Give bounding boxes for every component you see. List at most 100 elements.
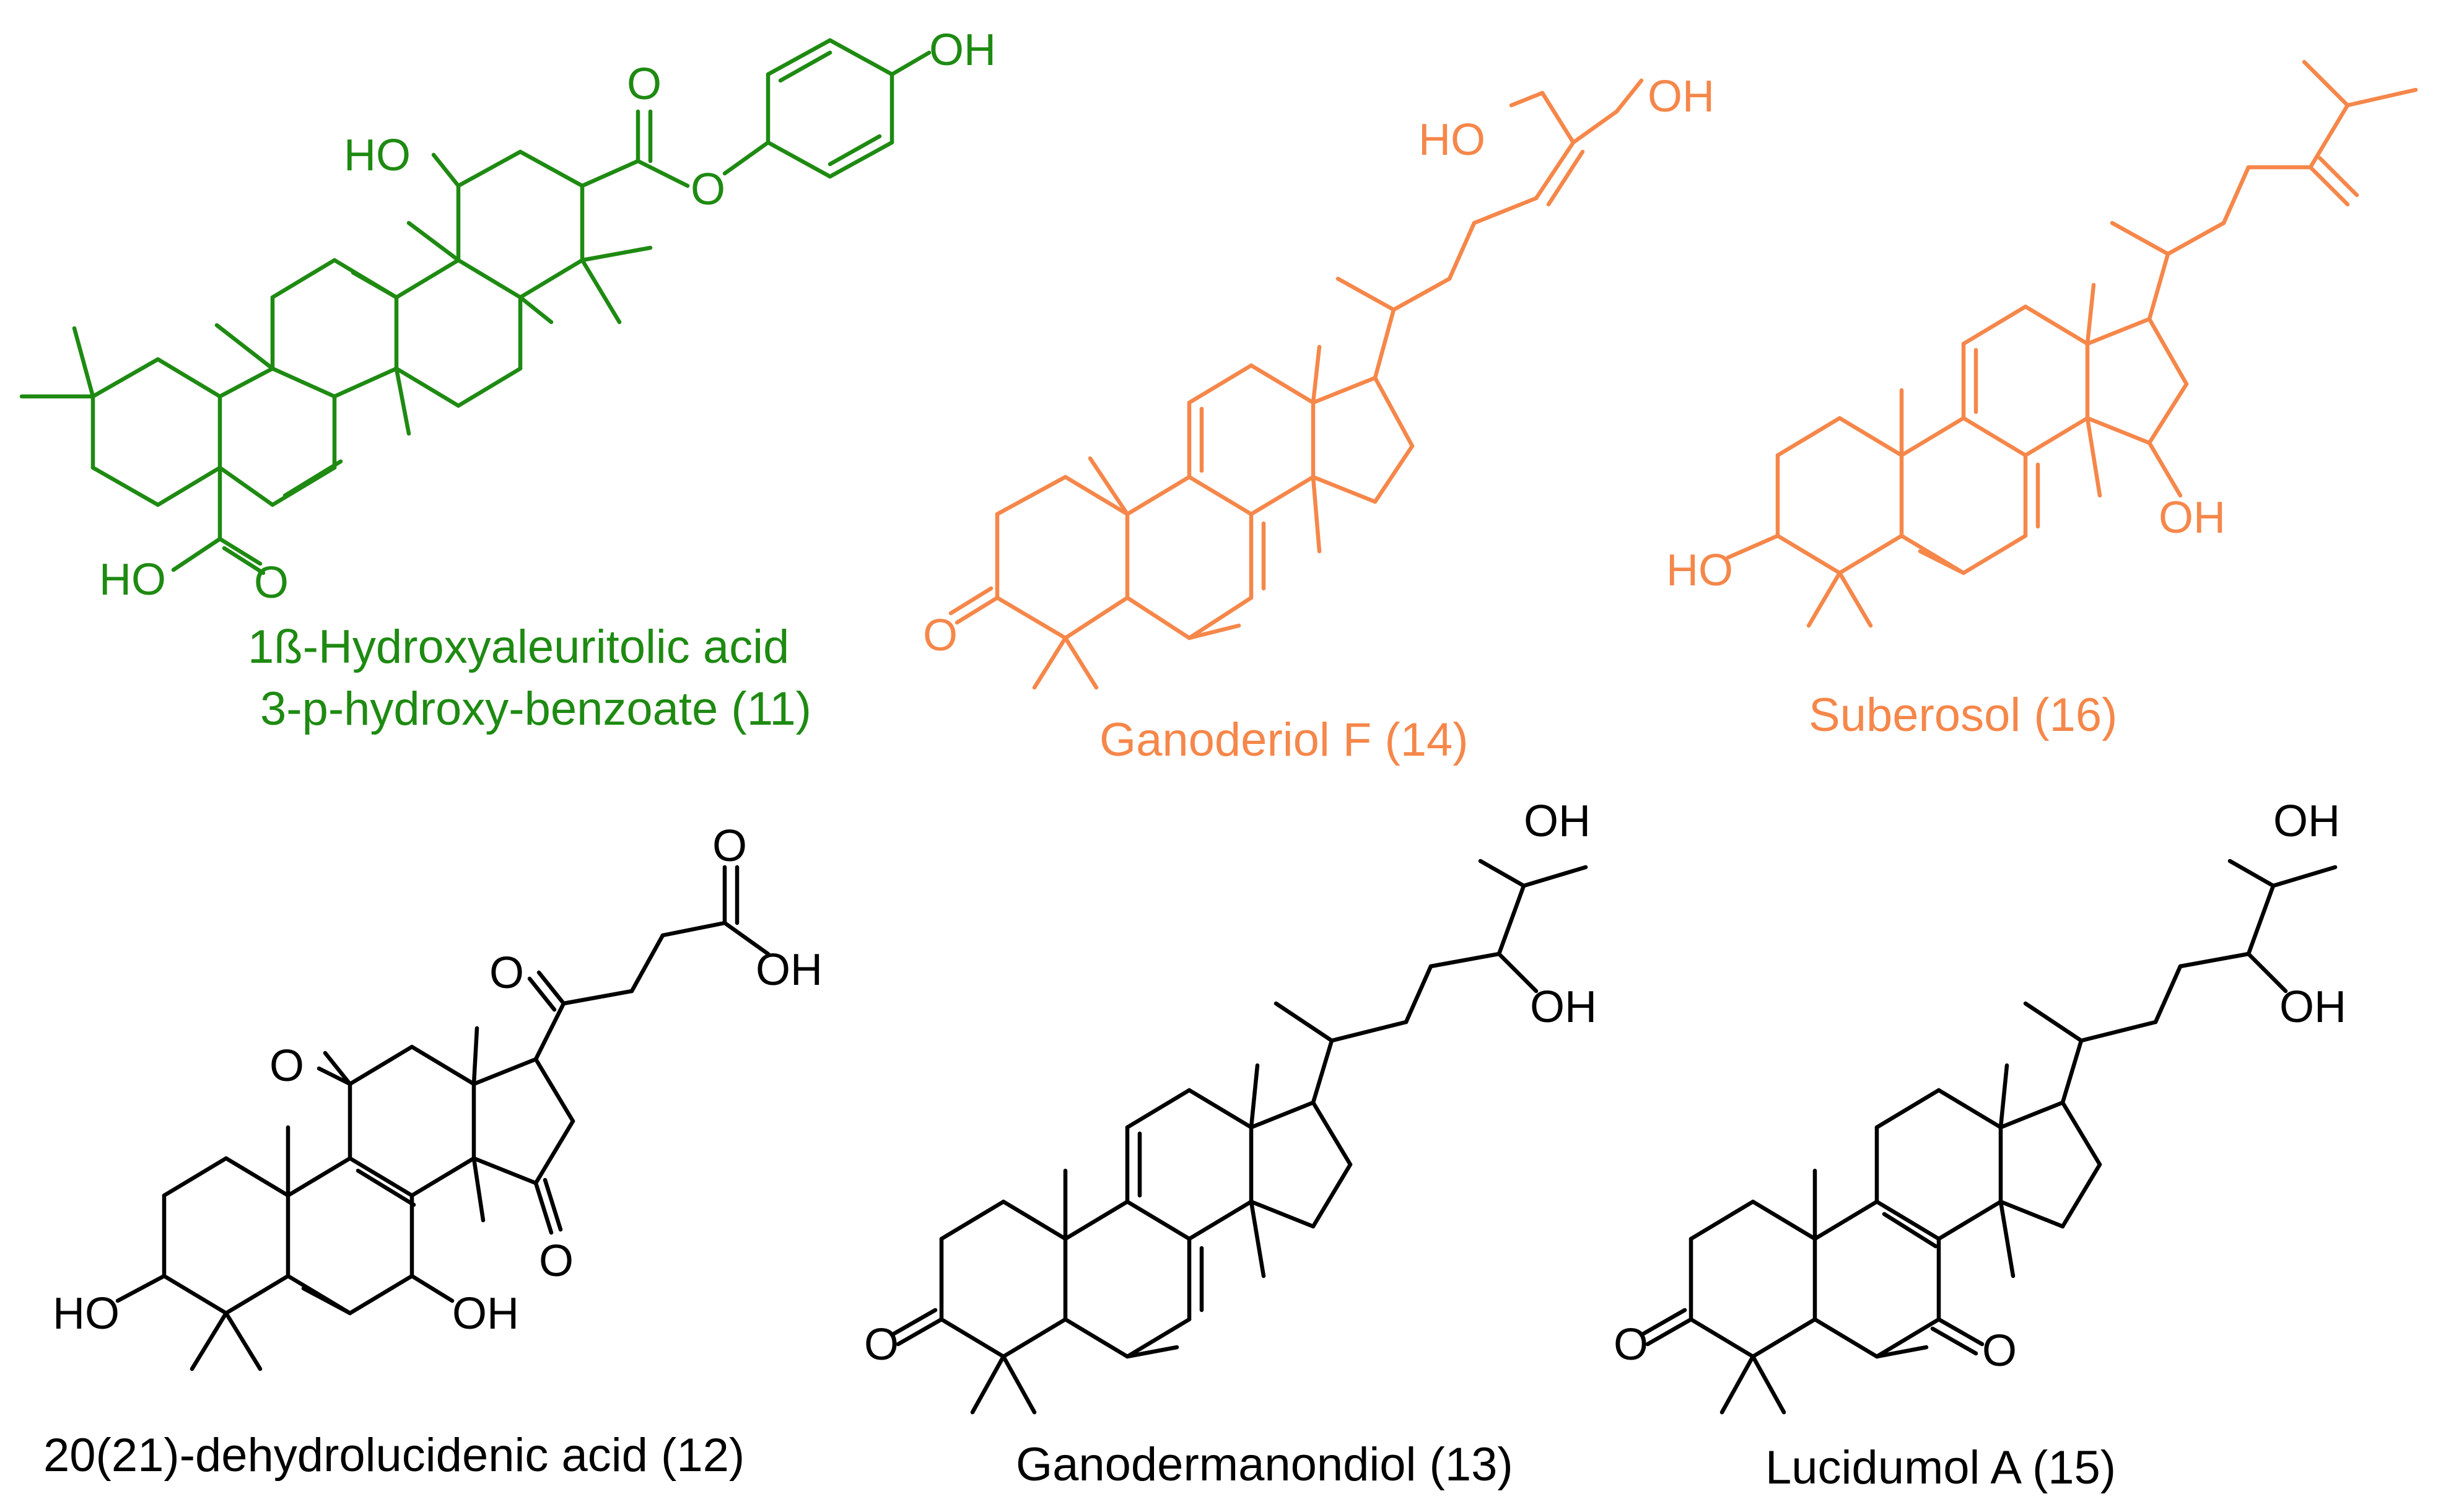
bond <box>561 989 634 1006</box>
bond <box>1335 276 1396 312</box>
molecule-16-labels: HO OH <box>1666 493 2226 595</box>
bond <box>190 1311 229 1371</box>
bond <box>1719 1354 1755 1415</box>
atom-label-o-c15: O <box>539 1236 574 1286</box>
bond <box>270 258 337 300</box>
bond <box>1373 444 1415 504</box>
bond <box>155 465 222 507</box>
bond <box>1187 595 1254 640</box>
bond <box>518 258 585 300</box>
bond <box>1614 78 1644 114</box>
atom-label-o-carbonyl: O <box>627 59 662 109</box>
bond <box>1775 533 1842 575</box>
bond <box>224 1311 263 1371</box>
bond <box>1874 1317 1941 1359</box>
bond <box>1930 1326 1978 1356</box>
bond <box>394 366 411 436</box>
bond <box>1001 1354 1037 1415</box>
atom-label-o-acid: O <box>712 821 747 871</box>
bond <box>1001 1199 1068 1241</box>
bond <box>90 357 160 399</box>
atom-label-o-c3: O <box>1614 1320 1648 1370</box>
atom-label-oh-c24: OH <box>2279 982 2346 1032</box>
bond <box>1478 859 1526 888</box>
bond <box>1509 90 1545 108</box>
bond <box>394 258 461 300</box>
atom-label-oh-c15: OH <box>2159 493 2226 543</box>
atom-label-ho-acid: HO <box>99 555 166 605</box>
bond <box>2060 1100 2102 1167</box>
bond <box>1311 344 1322 405</box>
bond <box>1496 883 1526 956</box>
bond <box>889 1308 938 1337</box>
bond <box>1750 1199 1817 1241</box>
bond <box>2147 440 2183 498</box>
bond <box>317 1066 352 1086</box>
bond <box>1373 375 1415 448</box>
caption-11-line-1: 1ß-Hydroxyaleuritolic acid <box>248 621 789 673</box>
molecule-14-labels: HO OH O <box>923 72 1715 660</box>
atom-label-oh-acid: OH <box>756 945 823 995</box>
molecule-13: OH OH O Ganodermanondiol (13) <box>864 797 1597 1491</box>
bond <box>456 258 523 300</box>
bond <box>2147 317 2189 387</box>
bond <box>580 159 640 188</box>
bond <box>533 1001 566 1062</box>
bond <box>1998 1199 2016 1278</box>
bond <box>171 536 222 572</box>
bond <box>1689 1317 1755 1359</box>
bond <box>1936 1199 2003 1241</box>
molecule-13-labels: OH OH O <box>864 797 1597 1370</box>
bond <box>2302 59 2350 108</box>
caption-13: Ganodermanondiol (13) <box>1016 1438 1513 1491</box>
bond <box>1063 595 1130 640</box>
bond <box>431 152 461 188</box>
bond <box>2345 87 2418 108</box>
bond <box>1874 1088 1941 1130</box>
bond <box>1329 1020 1409 1043</box>
molecule-15: OH OH O O Lucidumol A (15) <box>1614 797 2346 1494</box>
molecule-11: OH O O HO HO O 1ß-Hydroxyaleuritolic aci… <box>19 25 996 735</box>
bond <box>222 546 266 575</box>
bond <box>1311 474 1322 554</box>
bond <box>1311 375 1378 405</box>
bond <box>955 595 1000 625</box>
atom-label-o-c7: O <box>1982 1326 2017 1376</box>
bond <box>217 465 275 507</box>
bond <box>1187 363 1254 405</box>
bond <box>347 1274 414 1316</box>
caption-11-line-2: 3-p-hydroxy-benzoate (11) <box>260 683 811 735</box>
bond <box>1125 1088 1192 1130</box>
bond <box>2110 221 2170 256</box>
bond <box>406 221 461 263</box>
molecule-14: HO OH O Ganoderiol F (14) <box>923 72 1715 766</box>
bond <box>1472 196 1539 225</box>
bond <box>828 38 894 77</box>
bond <box>1311 1100 1353 1167</box>
bond <box>162 1156 229 1198</box>
bond <box>347 1044 414 1086</box>
atom-label-ho-left: HO <box>1418 115 1485 165</box>
atom-label-oh-c7: OH <box>452 1289 519 1339</box>
bond <box>1311 1038 1334 1105</box>
bond <box>286 1156 352 1198</box>
bond <box>1187 474 1254 517</box>
bond <box>828 140 894 179</box>
bond <box>217 536 263 566</box>
bond <box>1249 1199 1316 1229</box>
bond <box>2023 1001 2084 1043</box>
bond <box>347 1156 414 1198</box>
bond <box>1187 623 1241 640</box>
bond <box>1125 595 1192 640</box>
bond <box>948 586 994 616</box>
atom-label-oh-right: OH <box>1648 72 1715 121</box>
bond <box>939 1317 1006 1359</box>
bond <box>2317 155 2359 198</box>
bond <box>1806 570 1842 628</box>
bond <box>518 295 554 325</box>
bond <box>896 1317 944 1347</box>
bond <box>2308 165 2350 207</box>
molecule-12: O OH O O O HO OH 20(21)-dehydrolucidenic… <box>43 821 823 1482</box>
bond <box>2153 964 2183 1025</box>
bond <box>1063 1199 1130 1241</box>
